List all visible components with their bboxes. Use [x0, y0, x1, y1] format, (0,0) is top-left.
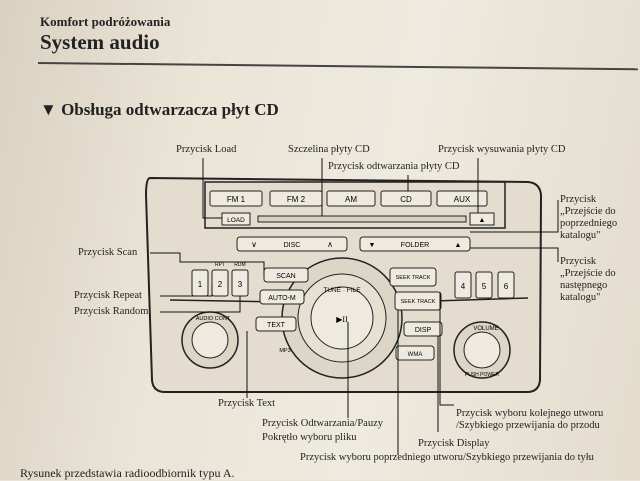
folder-up-icon: ▲: [455, 241, 462, 249]
preset-4-label: 4: [461, 282, 466, 291]
label-scan: Przycisk Scan: [78, 247, 137, 259]
mp3-label: MP3: [279, 348, 290, 354]
label-text: Przycisk Text: [218, 398, 275, 410]
label-display: Przycisk Display: [418, 438, 489, 450]
preset-5-label: 5: [482, 282, 487, 291]
power-label: PUSH POWER: [465, 372, 500, 378]
folder-label: FOLDER: [401, 242, 429, 249]
play-pause-icon: ▶II: [336, 315, 348, 324]
volume-knob: [464, 332, 500, 368]
footer-caption: Rysunek przedstawia radioodbiornik typu …: [20, 466, 234, 481]
audio-control-label: AUDIO CONT: [196, 316, 231, 322]
top-buttons: FM 1 FM 2 AM CD AUX: [210, 191, 487, 206]
am-label: AM: [345, 195, 357, 204]
label-slot: Szczelina płyty CD: [288, 144, 370, 156]
label-eject: Przycisk wysuwania płyty CD: [438, 144, 565, 156]
disc-label: DISC: [284, 242, 301, 249]
wma-label: WMA: [408, 352, 423, 358]
label-knob: Pokrętło wyboru pliku: [262, 432, 357, 444]
preset-1-label: 1: [198, 280, 203, 289]
aux-label: AUX: [454, 195, 471, 204]
label-play-pause: Przycisk Odtwarzania/Pauzy: [262, 418, 383, 430]
label-next-folder: Przycisk „Przejście do następnego katalo…: [560, 256, 636, 304]
seek-up-label: SEEK TRACK: [396, 275, 431, 281]
auto-m-label: AUTO-M: [268, 295, 296, 302]
cd-slot: [258, 216, 466, 222]
rdm-label: RDM: [234, 262, 245, 268]
seek-down-label: SEEK TRACK: [401, 299, 436, 305]
rpt-label: RPT: [215, 262, 225, 268]
fm2-label: FM 2: [287, 195, 306, 204]
label-repeat: Przycisk Repeat: [74, 290, 142, 302]
volume-label: VOLUME: [473, 326, 498, 332]
load-label: LOAD: [227, 217, 245, 224]
label-prev-folder: Przycisk „Przejście do poprzedniego kata…: [560, 194, 636, 242]
label-random: Przycisk Random: [74, 306, 148, 318]
text-label: TEXT: [267, 322, 286, 329]
label-next-track: Przycisk wyboru kolejnego utworu /Szybki…: [456, 408, 636, 432]
label-prev-track: Przycisk wyboru poprzedniego utworu/Szyb…: [300, 452, 594, 464]
label-play-cd: Przycisk odtwarzania płyty CD: [328, 161, 460, 173]
preset-3-label: 3: [238, 280, 243, 289]
preset-2-label: 2: [218, 280, 223, 289]
preset-6-label: 6: [504, 282, 509, 291]
folder-down-icon: ▼: [369, 241, 376, 249]
tune-file-label: TUNE · FILE: [323, 287, 361, 294]
audio-knob: [192, 322, 228, 358]
disp-label: DISP: [415, 327, 432, 334]
eject-icon: ▲: [479, 216, 486, 224]
label-load: Przycisk Load: [176, 144, 236, 156]
cd-label: CD: [400, 195, 412, 204]
scan-label: SCAN: [276, 273, 295, 280]
disc-up-icon: ∧: [327, 240, 333, 249]
fm1-label: FM 1: [227, 195, 246, 204]
disc-down-icon: ∨: [251, 240, 257, 249]
